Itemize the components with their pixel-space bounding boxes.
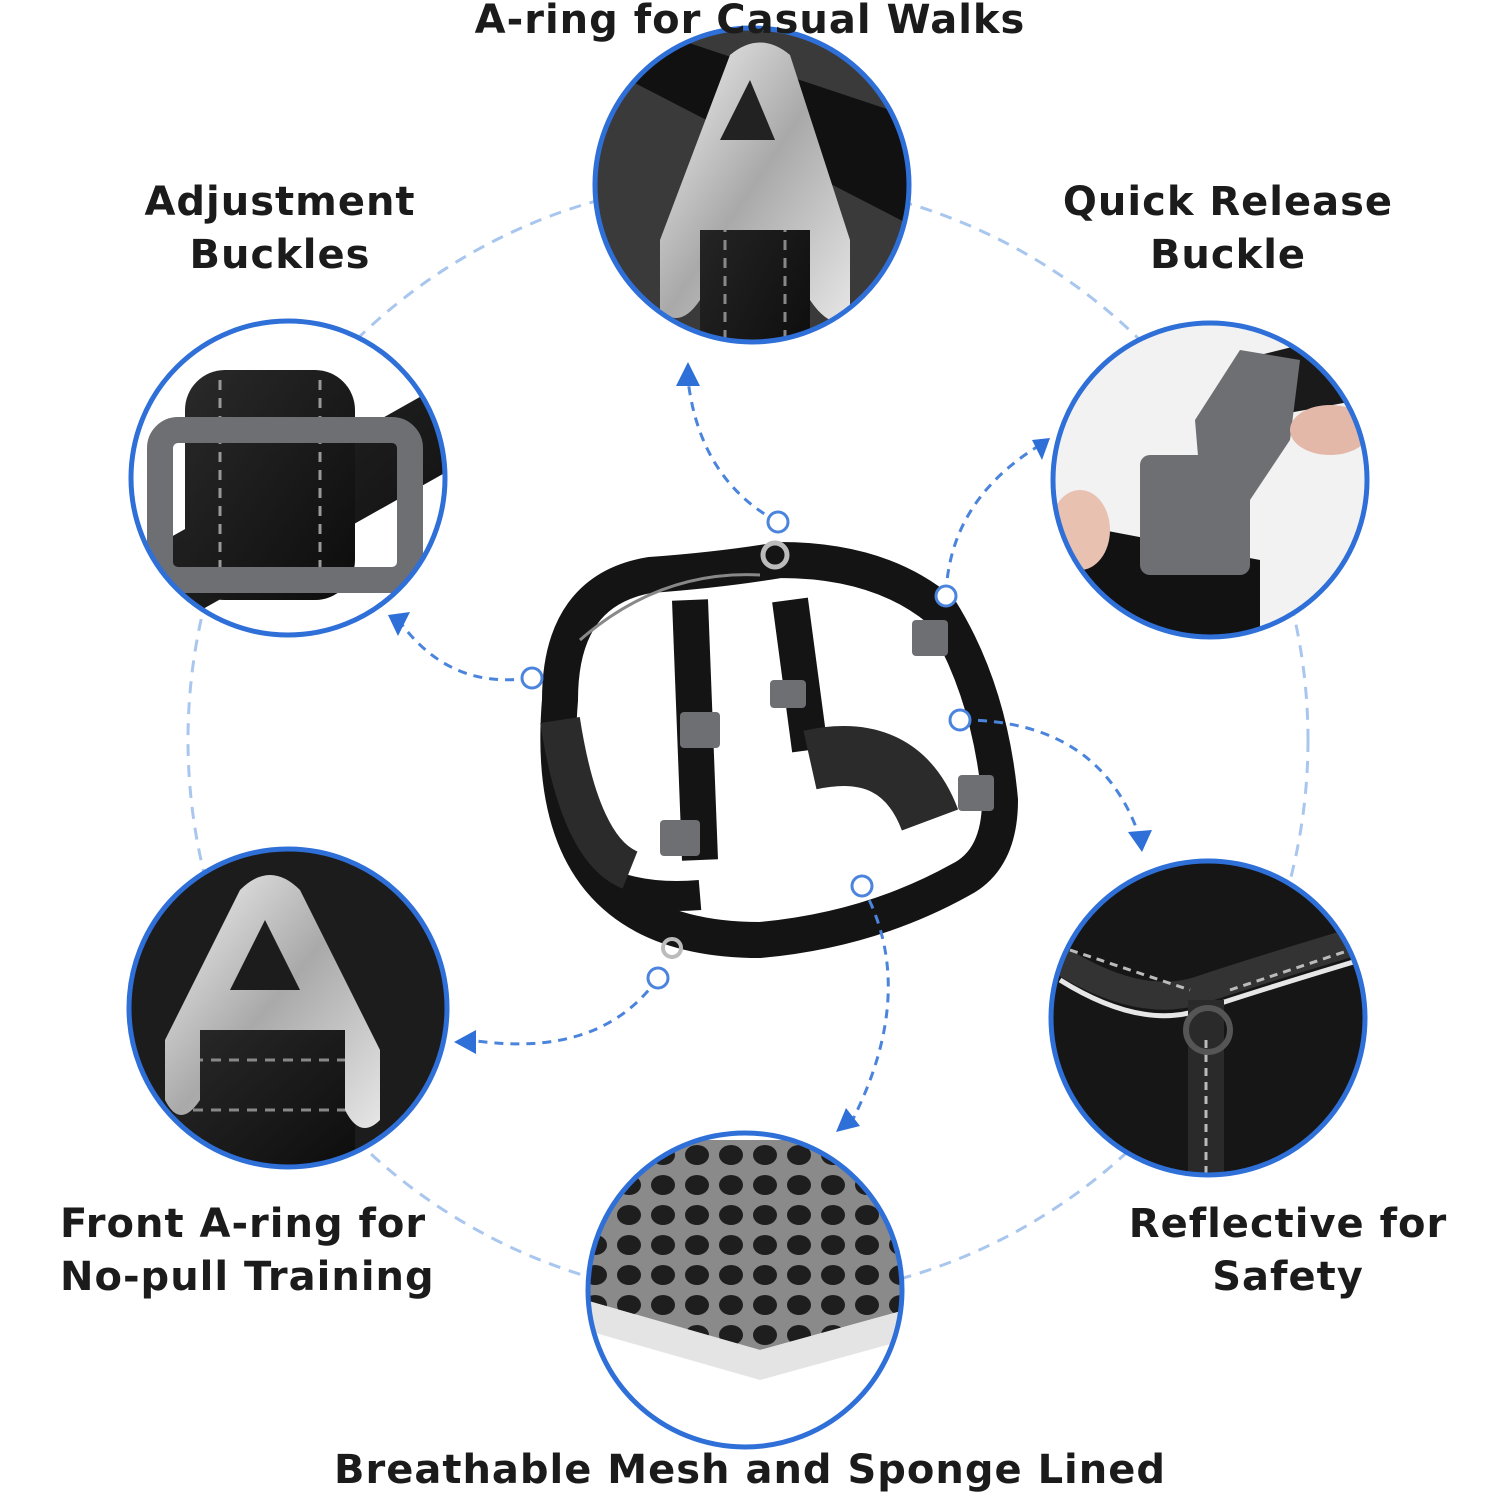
label-line: Adjustment <box>144 179 416 225</box>
front-a-ring-closeup-image <box>126 846 450 1170</box>
reflective-trim-closeup-image <box>1048 858 1368 1178</box>
adjustment-buckle-closeup-image <box>128 318 448 638</box>
label-line: No-pull Training <box>60 1254 435 1300</box>
label-line: Front A-ring for <box>60 1201 427 1247</box>
mesh-sponge-closeup-image <box>585 1130 905 1450</box>
connector-arrows <box>398 379 1142 1126</box>
label-line: Buckles <box>189 232 371 278</box>
label-line: Reflective for <box>1128 1201 1448 1247</box>
label-line: Safety <box>1212 1254 1364 1300</box>
label-front-a-ring: Front A-ring for No-pull Training <box>60 1198 435 1304</box>
dashed-connector-ring <box>186 178 1310 1302</box>
label-line: Breathable Mesh and Sponge Lined <box>333 1447 1167 1493</box>
quick-release-buckle-closeup-image <box>1050 320 1370 640</box>
connector-dots <box>520 510 972 990</box>
label-line: A-ring for Casual Walks <box>474 0 1026 43</box>
dog-harness-image <box>540 540 1019 959</box>
label-breathable-mesh: Breathable Mesh and Sponge Lined <box>250 1444 1250 1497</box>
label-line: Quick Release <box>1062 179 1394 225</box>
label-line: Buckle <box>1149 232 1307 278</box>
label-a-ring-casual-walks: A-ring for Casual Walks <box>450 0 1050 47</box>
arrowheads <box>388 362 1152 1132</box>
label-reflective-safety: Reflective for Safety <box>1088 1198 1488 1304</box>
a-ring-closeup-image <box>592 25 912 345</box>
label-adjustment-buckles: Adjustment Buckles <box>80 176 480 282</box>
label-quick-release-buckle: Quick Release Buckle <box>1028 176 1428 282</box>
